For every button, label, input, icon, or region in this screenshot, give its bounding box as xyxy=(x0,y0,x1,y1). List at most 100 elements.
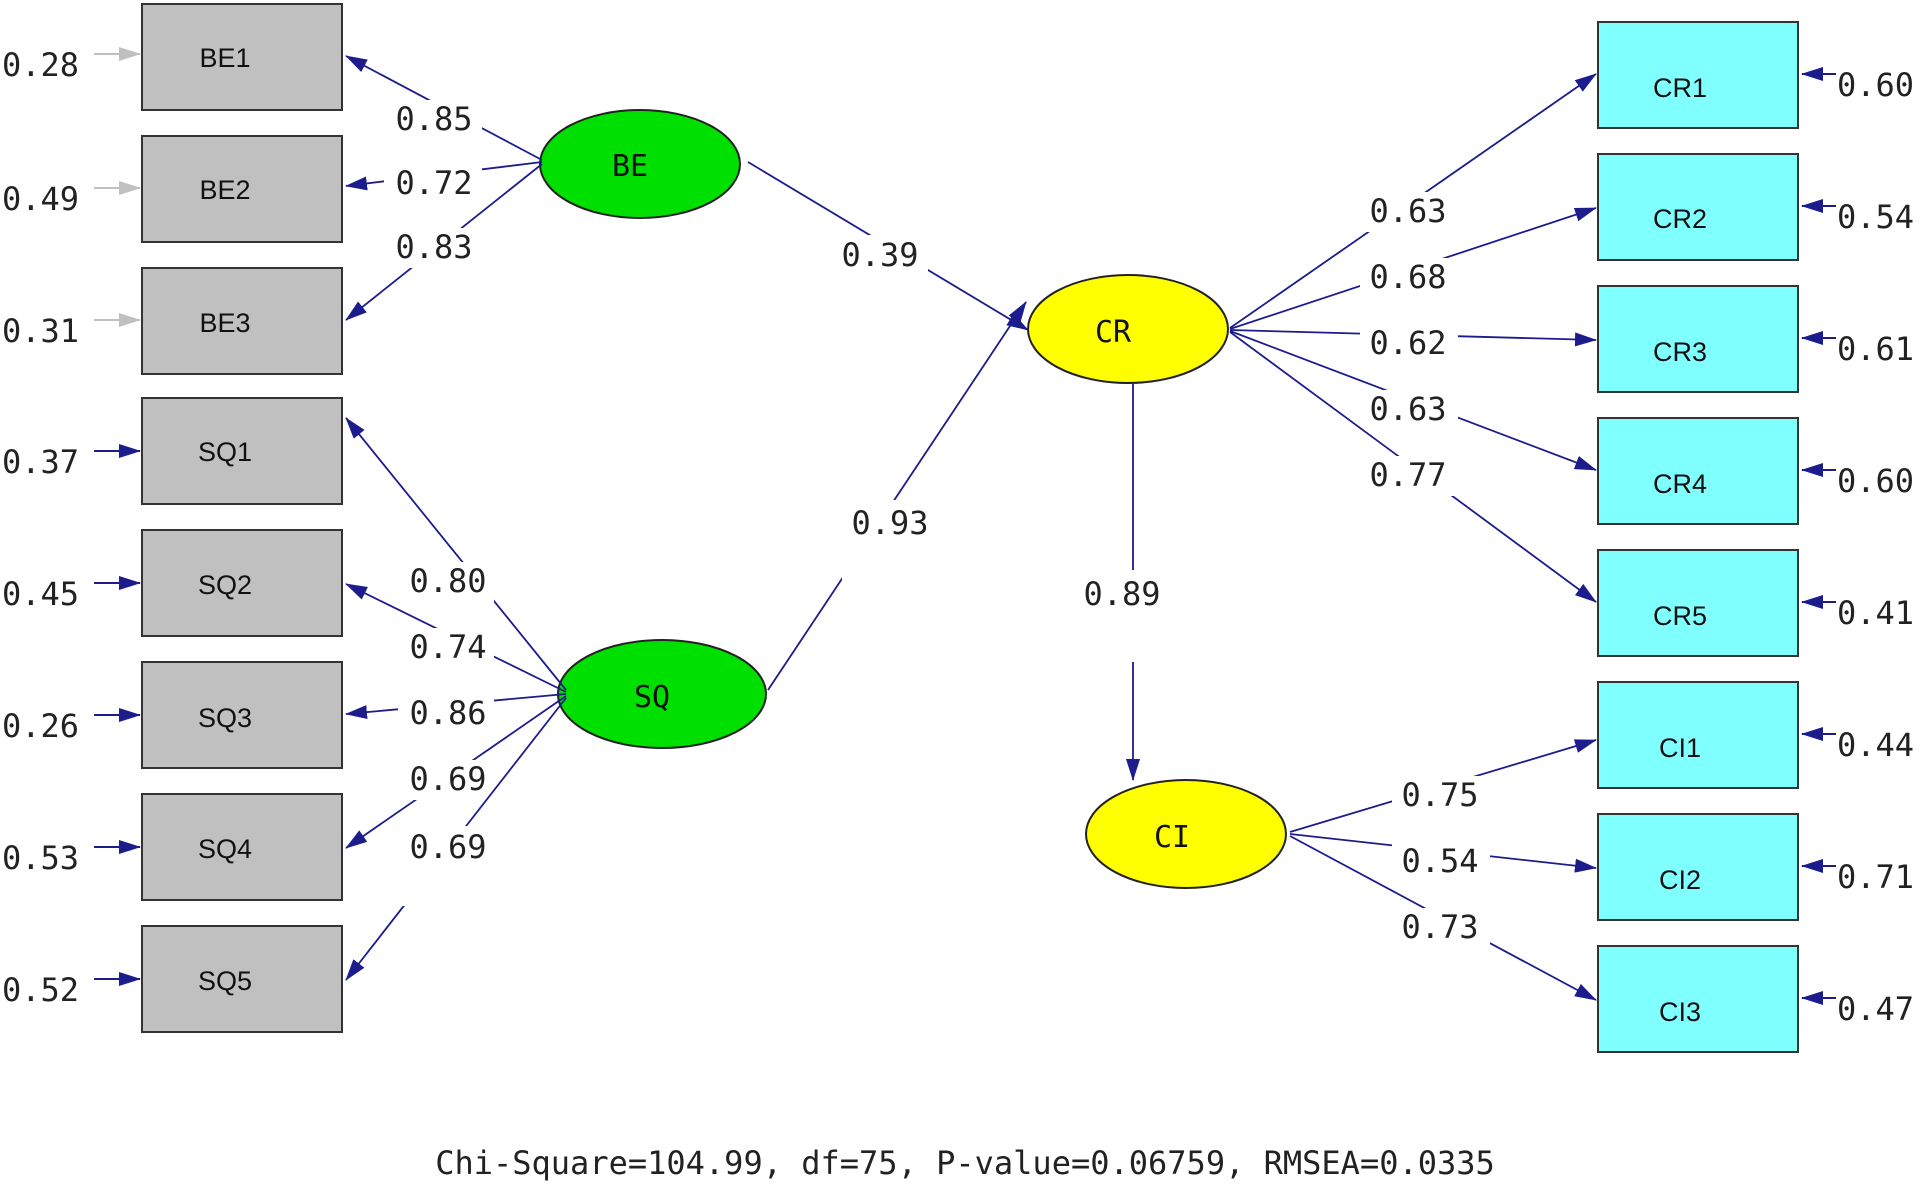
error-CR1: 0.60 xyxy=(1801,66,1914,104)
latent-CR-label: CR xyxy=(1095,315,1132,350)
error-CI2-value: 0.71 xyxy=(1837,858,1914,896)
box-BE2: BE2 xyxy=(141,135,343,243)
loading-SQ2-coef: 0.74 xyxy=(409,628,486,666)
loading-CR1-coef: 0.63 xyxy=(1369,192,1446,230)
error-SQ4: 0.53 xyxy=(2,839,141,877)
loading-SQ-SQ1: 0.80 xyxy=(345,417,567,691)
loading-BE-BE3: 0.83 xyxy=(345,163,543,321)
path-BE-CR: 0.39 xyxy=(747,161,1029,331)
error-SQ2: 0.45 xyxy=(2,575,141,613)
loading-CI1-coef: 0.75 xyxy=(1401,776,1478,814)
box-BE3: BE3 xyxy=(141,267,343,375)
loading-SQ4-coef: 0.69 xyxy=(409,760,486,798)
error-CR1-value: 0.60 xyxy=(1837,66,1914,104)
box-CI3-label: CI3 xyxy=(1659,997,1701,1027)
loading-BE3-coef: 0.83 xyxy=(395,228,472,266)
box-SQ5: SQ5 xyxy=(141,925,343,1033)
box-SQ5-label: SQ5 xyxy=(198,966,252,996)
loading-SQ1-coef: 0.80 xyxy=(409,562,486,600)
error-CR3: 0.61 xyxy=(1801,330,1914,368)
path-SQ-CR-coef: 0.93 xyxy=(851,504,928,542)
error-SQ5: 0.52 xyxy=(2,971,141,1009)
box-CR1: CR1 xyxy=(1597,21,1799,129)
box-SQ4: SQ4 xyxy=(141,793,343,901)
box-CR2: CR2 xyxy=(1597,153,1799,261)
loading-CR-CR1: 0.63 xyxy=(1229,73,1597,329)
box-BE1-label: BE1 xyxy=(199,43,250,73)
box-SQ1-label: SQ1 xyxy=(198,437,252,467)
box-CR4: CR4 xyxy=(1597,417,1799,525)
loading-CR2-coef: 0.68 xyxy=(1369,258,1446,296)
box-SQ3: SQ3 xyxy=(141,661,343,769)
error-BE3: 0.31 xyxy=(2,312,141,350)
error-SQ1-value: 0.37 xyxy=(2,443,79,481)
latent-CI-label: CI xyxy=(1154,820,1190,855)
box-CR2-label: CR2 xyxy=(1653,204,1707,234)
loading-CR-CR3: 0.62 xyxy=(1229,324,1597,364)
error-SQ5-value: 0.52 xyxy=(2,971,79,1009)
box-CR3: CR3 xyxy=(1597,285,1799,393)
error-CI2: 0.71 xyxy=(1801,858,1914,896)
error-CI1: 0.44 xyxy=(1801,726,1914,764)
loading-CI-CI3: 0.73 xyxy=(1289,835,1597,1001)
latent-SQ: SQ xyxy=(557,639,767,749)
box-CI1-label: CI1 xyxy=(1659,733,1701,763)
path-SQ-CR: 0.93 xyxy=(767,301,1027,691)
box-CI2-label: CI2 xyxy=(1659,865,1701,895)
loading-SQ3-coef: 0.86 xyxy=(409,694,486,732)
latent-SQ-label: SQ xyxy=(634,680,670,715)
box-SQ3-label: SQ3 xyxy=(198,703,252,733)
error-BE1: 0.28 xyxy=(2,46,141,84)
error-CI3: 0.47 xyxy=(1801,990,1914,1028)
box-BE1: BE1 xyxy=(141,3,343,111)
box-CR1-label: CR1 xyxy=(1653,73,1707,103)
latent-CR: CR xyxy=(1027,274,1229,384)
latent-BE: BE xyxy=(539,109,741,219)
loading-BE1-coef: 0.85 xyxy=(395,100,472,138)
error-SQ3-value: 0.26 xyxy=(2,707,79,745)
loading-SQ-SQ2: 0.74 xyxy=(345,583,567,693)
loading-BE-BE1: 0.85 xyxy=(345,55,543,161)
error-SQ3: 0.26 xyxy=(2,707,141,745)
latent-CI: CI xyxy=(1085,779,1287,889)
box-BE2-label: BE2 xyxy=(199,175,250,205)
error-SQ2-value: 0.45 xyxy=(2,575,79,613)
box-CR5-label: CR5 xyxy=(1653,601,1707,631)
loading-CR3-coef: 0.62 xyxy=(1369,324,1446,362)
latent-BE-label: BE xyxy=(612,149,648,184)
error-CR5: 0.41 xyxy=(1801,594,1914,632)
error-CR3-value: 0.61 xyxy=(1837,330,1914,368)
loading-CI2-coef: 0.54 xyxy=(1401,842,1478,880)
box-CR5: CR5 xyxy=(1597,549,1799,657)
error-BE3-value: 0.31 xyxy=(2,312,79,350)
error-CR4: 0.60 xyxy=(1801,462,1914,500)
fit-statistics: Chi-Square=104.99, df=75, P-value=0.0675… xyxy=(435,1144,1495,1182)
error-BE1-value: 0.28 xyxy=(2,46,79,84)
loading-CI-CI2: 0.54 xyxy=(1289,833,1597,882)
loading-SQ-SQ4: 0.69 xyxy=(345,695,567,849)
loading-SQ5-coef: 0.69 xyxy=(409,828,486,866)
loading-CR5-coef: 0.77 xyxy=(1369,456,1446,494)
box-CR3-label: CR3 xyxy=(1653,337,1707,367)
error-CR2-value: 0.54 xyxy=(1837,198,1914,236)
box-CI2: CI2 xyxy=(1597,813,1799,921)
loading-CI-CI1: 0.75 xyxy=(1289,739,1597,833)
path-CR-CI-coef: 0.89 xyxy=(1083,575,1160,613)
loading-BE-BE2: 0.72 xyxy=(345,161,543,204)
error-CR5-value: 0.41 xyxy=(1837,594,1914,632)
box-BE3-label: BE3 xyxy=(199,308,250,338)
error-SQ1: 0.37 xyxy=(2,443,141,481)
loading-CR4-coef: 0.63 xyxy=(1369,390,1446,428)
error-SQ4-value: 0.53 xyxy=(2,839,79,877)
loading-CR-CR5: 0.77 xyxy=(1229,331,1597,603)
loading-CI3-coef: 0.73 xyxy=(1401,908,1478,946)
path-BE-CR-coef: 0.39 xyxy=(841,236,918,274)
box-CI3: CI3 xyxy=(1597,945,1799,1053)
loading-CR-CR2: 0.68 xyxy=(1229,207,1597,330)
error-BE2-value: 0.49 xyxy=(2,180,79,218)
box-SQ4-label: SQ4 xyxy=(198,834,252,864)
box-SQ2-label: SQ2 xyxy=(198,570,252,600)
error-BE2: 0.49 xyxy=(2,180,141,218)
error-CR4-value: 0.60 xyxy=(1837,462,1914,500)
